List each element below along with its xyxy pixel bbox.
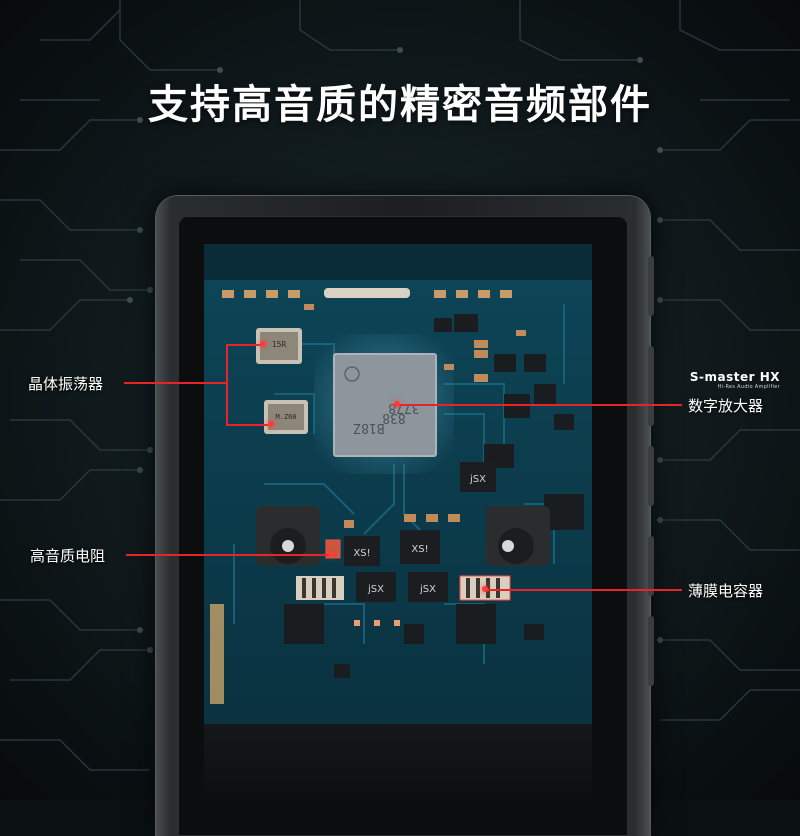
ic-label: jSX (419, 584, 436, 595)
ic-label: jSX (367, 584, 384, 595)
callout-film-capacitor: 薄膜电容器 (688, 582, 764, 600)
ic-label: XS! (353, 548, 370, 559)
callout-line (124, 382, 228, 384)
circuit-board: 15R M.Z60 3778 838 B18Z (204, 244, 592, 724)
callout-dot (482, 586, 488, 592)
circuit-board-view: 15R M.Z60 3778 838 B18Z (204, 244, 592, 724)
ic-chip (356, 572, 396, 602)
crystal-top-marking: 15R (272, 340, 287, 349)
side-button (648, 536, 654, 596)
side-button (648, 616, 654, 686)
callout-line (486, 589, 682, 591)
side-button (648, 346, 654, 426)
chip-marking-line3: B18Z (353, 420, 384, 435)
ic-label: XS! (411, 544, 428, 555)
callout-line (398, 404, 682, 406)
ic-chip (408, 572, 448, 602)
callout-line (226, 344, 260, 346)
ic-chip (400, 530, 440, 564)
callout-line (226, 344, 228, 426)
page-title: 支持高音质的精密音频部件 (148, 82, 652, 128)
callout-digital-amplifier: 数字放大器 (688, 397, 764, 415)
side-button (648, 256, 654, 316)
ic-chip (344, 536, 380, 566)
crystal-bottom-marking: M.Z60 (275, 413, 296, 421)
callout-line (226, 424, 268, 426)
callout-dot (394, 401, 400, 407)
chip-marking-line2: 838 (382, 410, 405, 425)
device-lower-panel (204, 724, 592, 800)
ic-label: jSX (469, 474, 486, 485)
ic-chip (460, 462, 496, 492)
side-button (648, 446, 654, 506)
callout-line (126, 554, 330, 556)
s-master-name: S-master HX (689, 370, 780, 384)
s-master-tagline: Hi-Res Audio Amplifier (717, 384, 780, 390)
callout-dot (268, 421, 274, 427)
s-master-hx-logo: S-master HX Hi-Res Audio Amplifier (676, 370, 780, 390)
callout-crystal-oscillator: 晶体振荡器 (28, 375, 104, 393)
callout-dot (260, 341, 266, 347)
callout-resistor: 高音质电阻 (30, 547, 106, 565)
callout-dot (328, 551, 334, 557)
